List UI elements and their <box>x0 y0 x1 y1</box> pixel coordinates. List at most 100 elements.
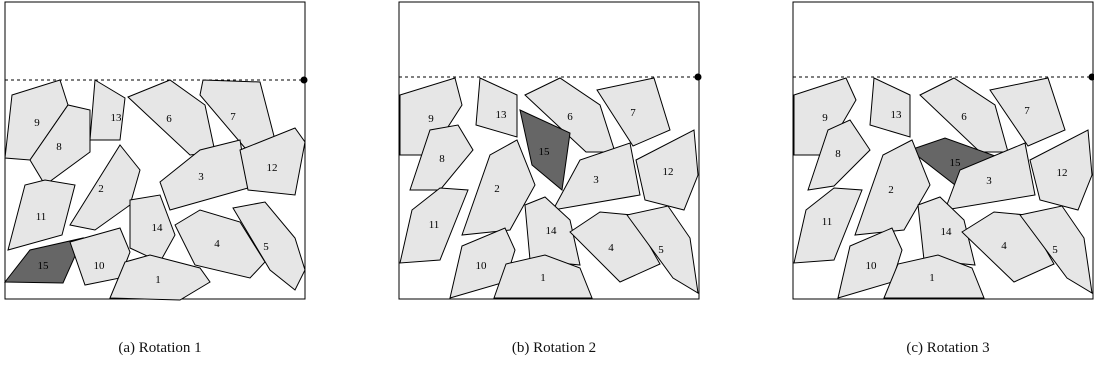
piece-label: 6 <box>166 113 172 125</box>
piece-5: 5 <box>1019 205 1093 294</box>
piece-polygon <box>596 77 671 147</box>
piece-label: 2 <box>888 184 894 196</box>
piece-label: 4 <box>1001 240 1007 252</box>
piece-label: 4 <box>214 238 220 250</box>
piece-3: 3 <box>552 142 641 211</box>
piece-polygon <box>475 77 518 138</box>
piece-label: 15 <box>38 260 50 272</box>
piece-label: 12 <box>663 166 674 178</box>
piece-label: 14 <box>941 226 953 238</box>
piece-7: 7 <box>989 77 1066 147</box>
piece-label: 13 <box>891 109 903 121</box>
piece-6: 6 <box>127 79 216 156</box>
piece-polygon <box>869 77 911 138</box>
piece-label: 11 <box>822 216 833 228</box>
piece-2: 2 <box>69 144 141 231</box>
piece-3: 3 <box>944 142 1036 211</box>
figure-panel-c: 9 8 13 6 7 15 3 12 2 11 14 4 5 10 1 (c) Rotation 3 <box>788 0 1094 367</box>
piece-2: 2 <box>854 139 931 236</box>
piece-label: 3 <box>198 171 204 183</box>
piece-polygon <box>883 254 985 299</box>
piece-14: 14 <box>524 196 581 266</box>
piece-label: 7 <box>630 107 636 119</box>
piece-label: 3 <box>986 175 992 187</box>
piece-6: 6 <box>919 77 1009 153</box>
piece-12: 12 <box>635 129 699 211</box>
piece-polygon <box>917 196 976 266</box>
piece-polygon <box>626 205 699 294</box>
reference-point <box>694 73 702 81</box>
piece-label: 4 <box>608 242 614 254</box>
piece-5: 5 <box>232 201 306 291</box>
piece-polygon <box>1019 205 1093 294</box>
piece-label: 8 <box>56 141 62 153</box>
piece-label: 2 <box>494 183 500 195</box>
piece-polygon <box>837 227 903 299</box>
caption-a: (a) Rotation 1 <box>118 340 202 356</box>
caption-c: (c) Rotation 3 <box>906 340 990 356</box>
piece-polygon <box>1029 129 1093 211</box>
piece-label: 12 <box>267 162 278 174</box>
piece-5: 5 <box>626 205 699 294</box>
piece-polygon <box>69 144 141 231</box>
piece-polygon <box>7 179 76 251</box>
piece-11: 11 <box>399 187 469 264</box>
piece-10: 10 <box>449 227 516 299</box>
piece-14: 14 <box>917 196 976 266</box>
piece-label: 15 <box>539 146 551 158</box>
piece-label: 6 <box>567 111 573 123</box>
caption-b: (b) Rotation 2 <box>511 340 597 356</box>
reference-point <box>1088 73 1094 81</box>
piece-label: 15 <box>950 157 962 169</box>
piece-13: 13 <box>869 77 911 138</box>
piece-label: 1 <box>155 274 161 286</box>
piece-polygon <box>635 129 699 211</box>
piece-13: 13 <box>89 79 126 141</box>
piece-polygon <box>552 142 641 211</box>
piece-label: 9 <box>822 112 828 124</box>
piece-label: 2 <box>98 183 104 195</box>
piece-1: 1 <box>883 254 985 299</box>
piece-polygon <box>919 77 1009 153</box>
piece-11: 11 <box>7 179 76 251</box>
piece-15: 15 <box>519 109 571 191</box>
piece-label: 6 <box>961 111 967 123</box>
piece-13: 13 <box>475 77 518 138</box>
piece-polygon <box>524 77 616 153</box>
piece-label: 8 <box>835 148 841 160</box>
piece-polygon <box>989 77 1066 147</box>
reference-point <box>300 76 308 84</box>
piece-polygon <box>109 254 211 301</box>
piece-polygon <box>399 187 469 264</box>
piece-polygon <box>854 139 931 236</box>
piece-label: 12 <box>1057 167 1068 179</box>
piece-1: 1 <box>109 254 211 301</box>
piece-polygon <box>239 127 306 196</box>
piece-6: 6 <box>524 77 616 153</box>
piece-12: 12 <box>1029 129 1093 211</box>
packing-diagram-c: 9 8 13 6 7 15 3 12 2 11 14 4 5 10 1 <box>792 1 1094 300</box>
piece-label: 8 <box>439 153 445 165</box>
piece-polygon <box>944 142 1036 211</box>
piece-14: 14 <box>129 194 176 263</box>
piece-11: 11 <box>793 187 863 264</box>
piece-label: 10 <box>94 260 106 272</box>
piece-polygon <box>807 119 871 191</box>
piece-8: 8 <box>409 124 474 191</box>
piece-label: 9 <box>34 117 40 129</box>
piece-label: 14 <box>152 222 164 234</box>
piece-label: 13 <box>496 109 508 121</box>
piece-10: 10 <box>837 227 903 299</box>
piece-label: 11 <box>36 211 47 223</box>
piece-polygon <box>519 109 571 191</box>
piece-label: 14 <box>546 225 558 237</box>
piece-label: 10 <box>866 260 878 272</box>
piece-polygon <box>524 196 581 266</box>
piece-8: 8 <box>807 119 871 191</box>
piece-7: 7 <box>596 77 671 147</box>
piece-label: 5 <box>1052 244 1058 256</box>
piece-polygon <box>793 187 863 264</box>
piece-label: 5 <box>658 244 664 256</box>
